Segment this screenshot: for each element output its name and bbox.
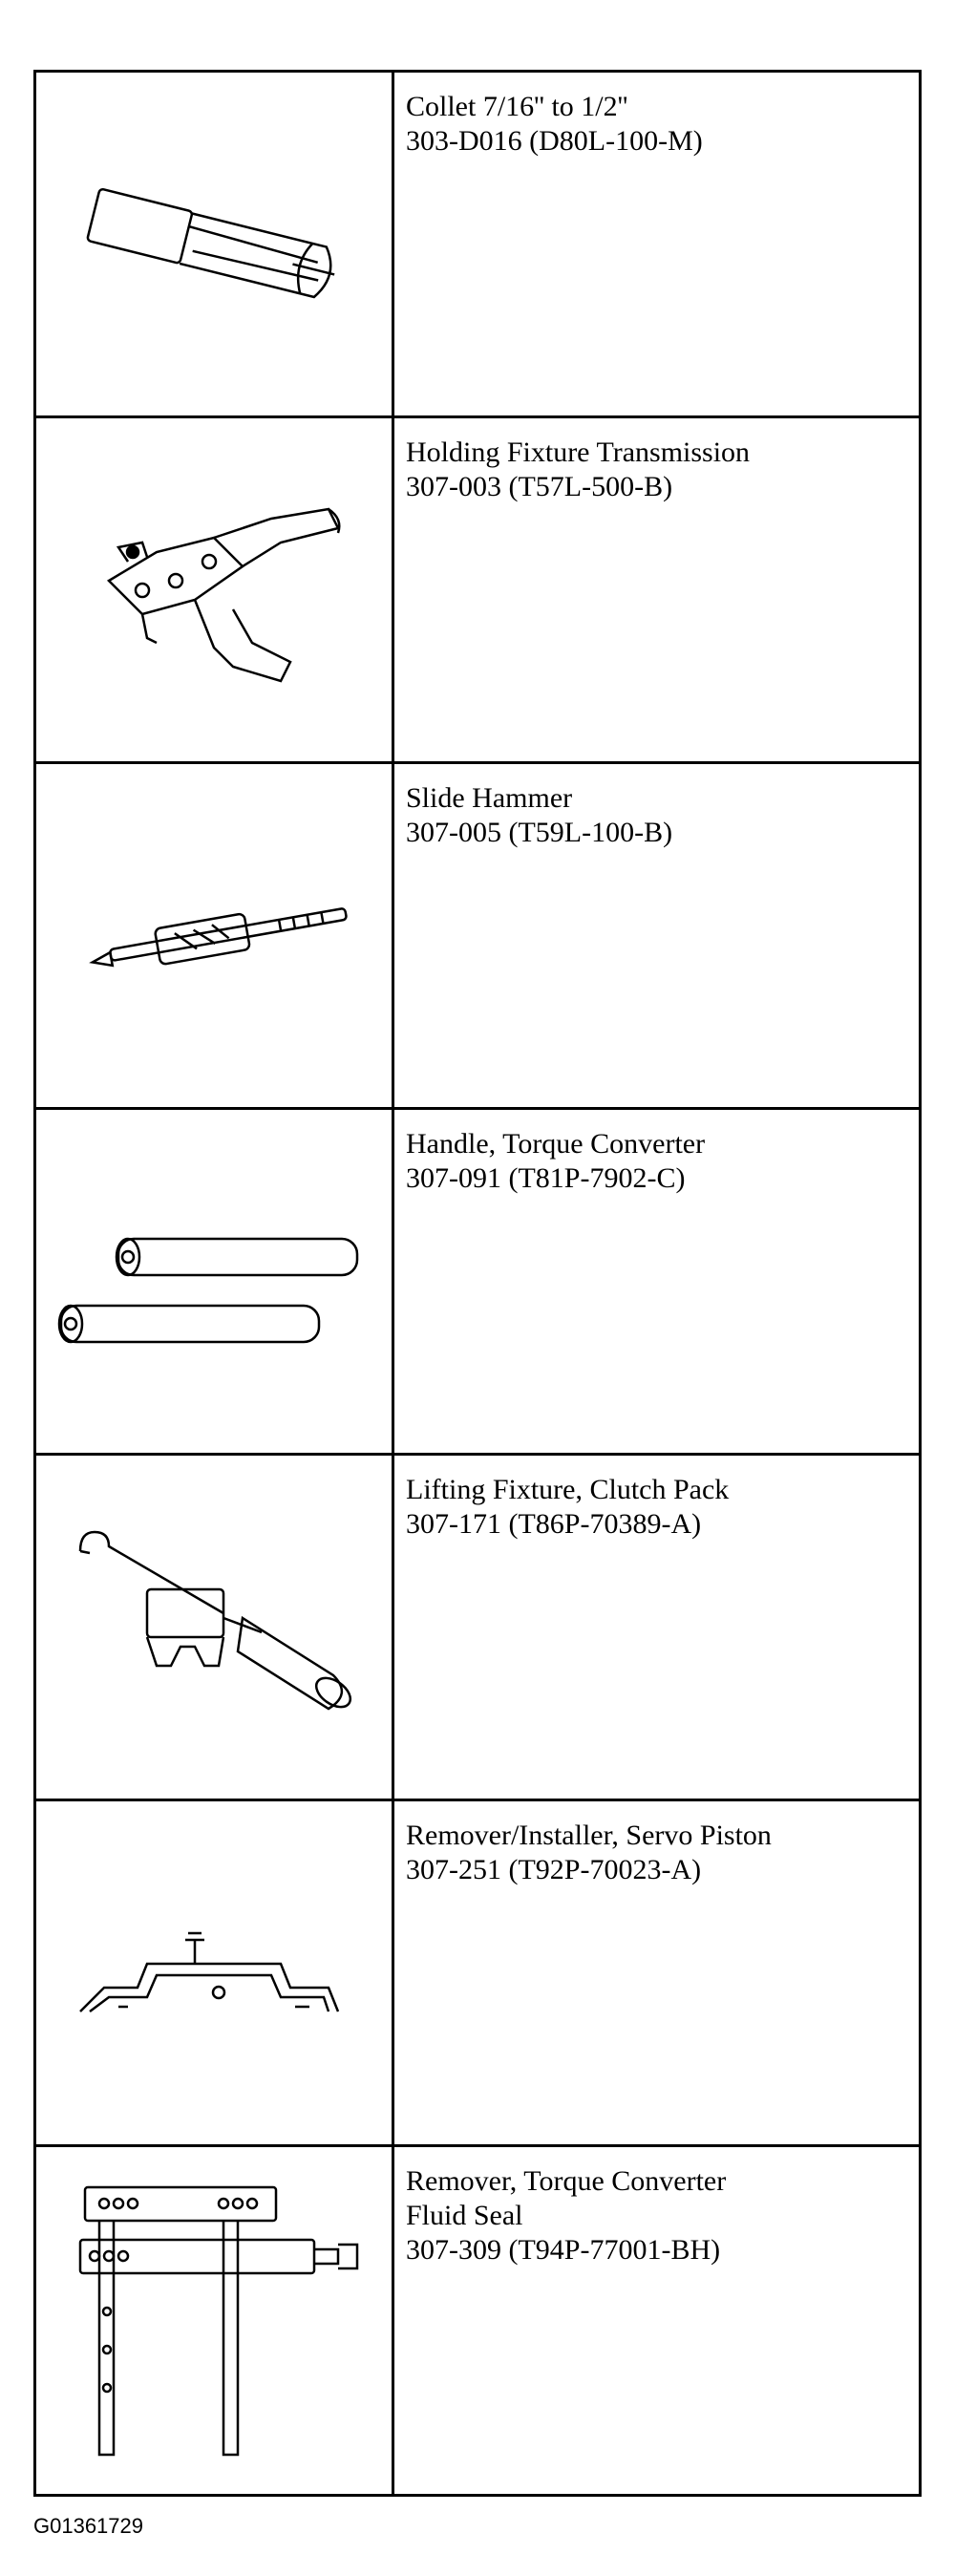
tool-illustration-cell [36, 1801, 394, 2144]
tool-illustration-cell [36, 2147, 394, 2494]
tool-row: Lifting Fixture, Clutch Pack 307-171 (T8… [36, 1456, 919, 1801]
tool-name: Holding Fixture Transmission [406, 436, 751, 468]
tool-name: Collet 7/16'' to 1/2'' [406, 91, 628, 122]
special-tools-table: Collet 7/16'' to 1/2'' 303-D016 (D80L-10… [33, 70, 922, 2497]
tool-part-number: 307-309 (T94P-77001-BH) [406, 2234, 721, 2266]
torque-converter-handle-icon [57, 1237, 359, 1343]
tool-name: Remover/Installer, Servo Piston [406, 1820, 772, 1851]
tool-illustration-cell [36, 418, 394, 761]
tool-row: Handle, Torque Converter 307-091 (T81P-7… [36, 1110, 919, 1456]
tool-description: Remover/Installer, Servo Piston 307-251 … [394, 1801, 919, 2144]
tool-illustration-cell [36, 73, 394, 415]
tool-row: Slide Hammer 307-005 (T59L-100-B) [36, 764, 919, 1110]
slide-hammer-icon [89, 906, 348, 967]
seal-remover-icon [78, 2185, 359, 2456]
tool-description: Holding Fixture Transmission 307-003 (T5… [394, 418, 919, 761]
collet-icon [86, 187, 335, 298]
tool-description: Remover, Torque Converter Fluid Seal 307… [394, 2147, 919, 2494]
lifting-fixture-icon [78, 1530, 352, 1710]
tool-description: Slide Hammer 307-005 (T59L-100-B) [394, 764, 919, 1107]
tool-name: Slide Hammer [406, 782, 573, 814]
tool-part-number: 307-091 (T81P-7902-C) [406, 1162, 686, 1194]
servo-piston-tool-icon [79, 1931, 340, 2012]
tool-row: Collet 7/16'' to 1/2'' 303-D016 (D80L-10… [36, 73, 919, 418]
tool-description: Handle, Torque Converter 307-091 (T81P-7… [394, 1110, 919, 1453]
tool-illustration-cell [36, 1110, 394, 1453]
tool-part-number: 307-003 (T57L-500-B) [406, 471, 673, 502]
tool-row: Remover/Installer, Servo Piston 307-251 … [36, 1801, 919, 2147]
tool-part-number: 307-251 (T92P-70023-A) [406, 1854, 702, 1885]
tool-illustration-cell [36, 764, 394, 1107]
tool-name: Remover, Torque Converter [406, 2165, 727, 2197]
tool-part-number: 307-005 (T59L-100-B) [406, 817, 673, 848]
tool-name-continued: Fluid Seal [406, 2200, 523, 2231]
tool-description: Collet 7/16'' to 1/2'' 303-D016 (D80L-10… [394, 73, 919, 415]
tool-part-number: 303-D016 (D80L-100-M) [406, 125, 703, 157]
figure-id: G01361729 [33, 2514, 143, 2538]
holding-fixture-icon [106, 507, 341, 682]
tool-description: Lifting Fixture, Clutch Pack 307-171 (T8… [394, 1456, 919, 1799]
tool-row: Remover, Torque Converter Fluid Seal 307… [36, 2147, 919, 2494]
tool-part-number: 307-171 (T86P-70389-A) [406, 1508, 702, 1540]
tool-row: Holding Fixture Transmission 307-003 (T5… [36, 418, 919, 764]
tool-illustration-cell [36, 1456, 394, 1799]
tool-name: Lifting Fixture, Clutch Pack [406, 1474, 730, 1505]
tool-name: Handle, Torque Converter [406, 1128, 706, 1160]
